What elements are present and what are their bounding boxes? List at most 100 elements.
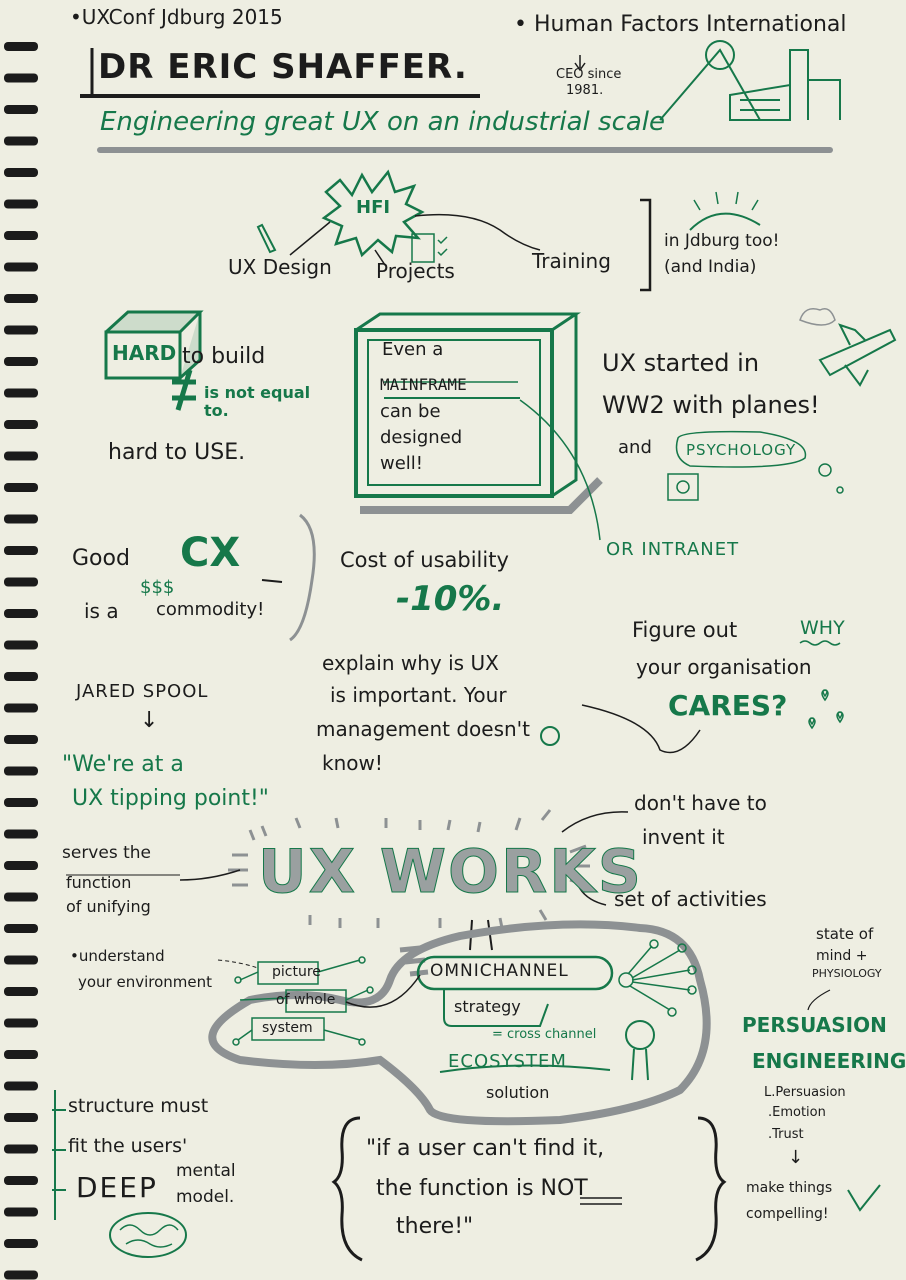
tree-icon bbox=[625, 1020, 655, 1081]
serves-l3: of unifying bbox=[66, 897, 151, 916]
spool-name: JARED SPOOL bbox=[76, 681, 209, 702]
brain-icon bbox=[109, 1212, 187, 1258]
airplane-icon bbox=[818, 323, 897, 387]
findit-l1: "if a user can't find it, bbox=[366, 1136, 605, 1161]
binding-ring bbox=[4, 357, 38, 366]
picture-l2: of whole bbox=[276, 992, 336, 1008]
spiral-binding bbox=[4, 42, 38, 1280]
binding-ring bbox=[4, 388, 38, 398]
activities-label: set of activities bbox=[614, 887, 767, 911]
explain-l4: know! bbox=[322, 751, 383, 775]
commodity-label: commodity! bbox=[156, 599, 265, 620]
crosschannel-label: = cross channel bbox=[492, 1027, 597, 1042]
binding-ring bbox=[4, 42, 38, 51]
binding-ring bbox=[4, 703, 38, 713]
binding-ring bbox=[4, 892, 38, 902]
persuasion-item-1: L.Persuasion bbox=[764, 1085, 846, 1100]
ww2-l1: UX started in bbox=[602, 349, 760, 377]
binding-ring bbox=[4, 735, 38, 744]
structure-mental: mental bbox=[176, 1161, 236, 1181]
environment-l2: your environment bbox=[78, 973, 213, 991]
spool-arrow: ↓ bbox=[140, 708, 159, 733]
cx-label: CX bbox=[180, 530, 241, 576]
mainframe-l5: well! bbox=[380, 453, 424, 474]
hard-box-label: HARD bbox=[112, 341, 177, 365]
binding-ring bbox=[4, 766, 38, 776]
binding-ring bbox=[4, 1270, 38, 1280]
structure-model: model. bbox=[176, 1187, 235, 1207]
location-line1: in Jdburg too! bbox=[664, 231, 780, 251]
why-word: WHY bbox=[800, 617, 845, 639]
ecosystem-label: ECOSYSTEM bbox=[448, 1051, 567, 1072]
binding-ring bbox=[4, 672, 38, 681]
ceo-label: CEO since bbox=[556, 67, 622, 82]
factory-icon bbox=[659, 40, 841, 121]
binding-ring bbox=[4, 73, 38, 83]
talk-title: Engineering great UX on an industrial sc… bbox=[100, 107, 666, 137]
binding-ring bbox=[4, 640, 38, 650]
binding-ring bbox=[4, 514, 38, 524]
binding-ring bbox=[4, 294, 38, 303]
picture-l3: system bbox=[262, 1020, 313, 1036]
dont-invent-l2: invent it bbox=[642, 825, 725, 849]
is-a-label: is a bbox=[84, 599, 119, 623]
binding-ring bbox=[4, 1081, 38, 1091]
binding-ring bbox=[4, 577, 38, 587]
binding-ring bbox=[4, 262, 38, 272]
spool-quote-l2: UX tipping point!" bbox=[72, 786, 269, 811]
hfi-badge: HFI bbox=[356, 197, 391, 218]
serves-l2: function bbox=[66, 873, 132, 892]
explain-l1: explain why is UX bbox=[322, 651, 499, 675]
binding-ring bbox=[4, 609, 38, 618]
psychology-label: PSYCHOLOGY bbox=[686, 441, 797, 459]
binding-ring bbox=[4, 105, 38, 114]
good-label: Good bbox=[72, 546, 130, 571]
not-equal-label: is not equal to. bbox=[204, 383, 311, 421]
event-label: •UXConf Jdburg 2015 bbox=[70, 5, 283, 29]
persuasion-arrow: ↓ bbox=[788, 1147, 804, 1168]
binding-ring bbox=[4, 924, 38, 933]
picture-l1: picture bbox=[272, 964, 321, 980]
cost-value: -10%. bbox=[396, 579, 505, 619]
binding-ring bbox=[4, 1113, 38, 1122]
state-l3: PHYSIOLOGY bbox=[812, 967, 882, 980]
binding-ring bbox=[4, 168, 38, 177]
environment-l1: •understand bbox=[70, 947, 165, 965]
ww2-l2: WW2 with planes! bbox=[602, 391, 820, 419]
binding-ring bbox=[4, 861, 38, 870]
binding-ring bbox=[4, 829, 38, 839]
state-l2: mind + bbox=[816, 948, 868, 964]
dont-invent-l1: don't have to bbox=[634, 791, 767, 815]
why-l2: your organisation bbox=[636, 655, 812, 679]
binding-ring bbox=[4, 1207, 38, 1217]
binding-ring bbox=[4, 1018, 38, 1028]
binding-ring bbox=[4, 136, 38, 146]
binding-ring bbox=[4, 1144, 38, 1154]
binding-ring bbox=[4, 987, 38, 996]
serves-l1: serves the bbox=[62, 843, 151, 863]
binding-ring bbox=[4, 1050, 38, 1059]
cost-label: Cost of usability bbox=[340, 548, 509, 572]
branch-training: Training bbox=[532, 249, 611, 273]
findit-l3: there!" bbox=[396, 1214, 474, 1239]
company-name: • Human Factors International bbox=[514, 12, 847, 37]
persuasion-result-l2: compelling! bbox=[746, 1206, 829, 1222]
branch-projects: Projects bbox=[376, 259, 455, 283]
mainframe-l4: designed bbox=[380, 427, 463, 448]
intranet-label: OR INTRANET bbox=[606, 539, 740, 560]
binding-ring bbox=[4, 1176, 38, 1185]
structure-l2: fit the users' bbox=[68, 1135, 188, 1157]
persuasion-result-l1: make things bbox=[746, 1180, 833, 1196]
binding-ring bbox=[4, 1239, 38, 1248]
cares-label: CARES? bbox=[668, 689, 788, 722]
speaker-name: DR ERIC SHAFFER. bbox=[98, 47, 468, 87]
binding-ring bbox=[4, 199, 38, 209]
mainframe-l1: Even a bbox=[382, 339, 444, 360]
mainframe-l2: MAINFRAME bbox=[380, 375, 467, 394]
hard-line3: hard to USE. bbox=[108, 440, 246, 465]
explain-l2: is important. Your bbox=[330, 683, 507, 707]
dollars-label: $$$ bbox=[140, 577, 175, 598]
persuasion-title-l1: PERSUASION bbox=[742, 1013, 887, 1037]
structure-deep: DEEP bbox=[76, 1171, 158, 1204]
binding-ring bbox=[4, 231, 38, 240]
